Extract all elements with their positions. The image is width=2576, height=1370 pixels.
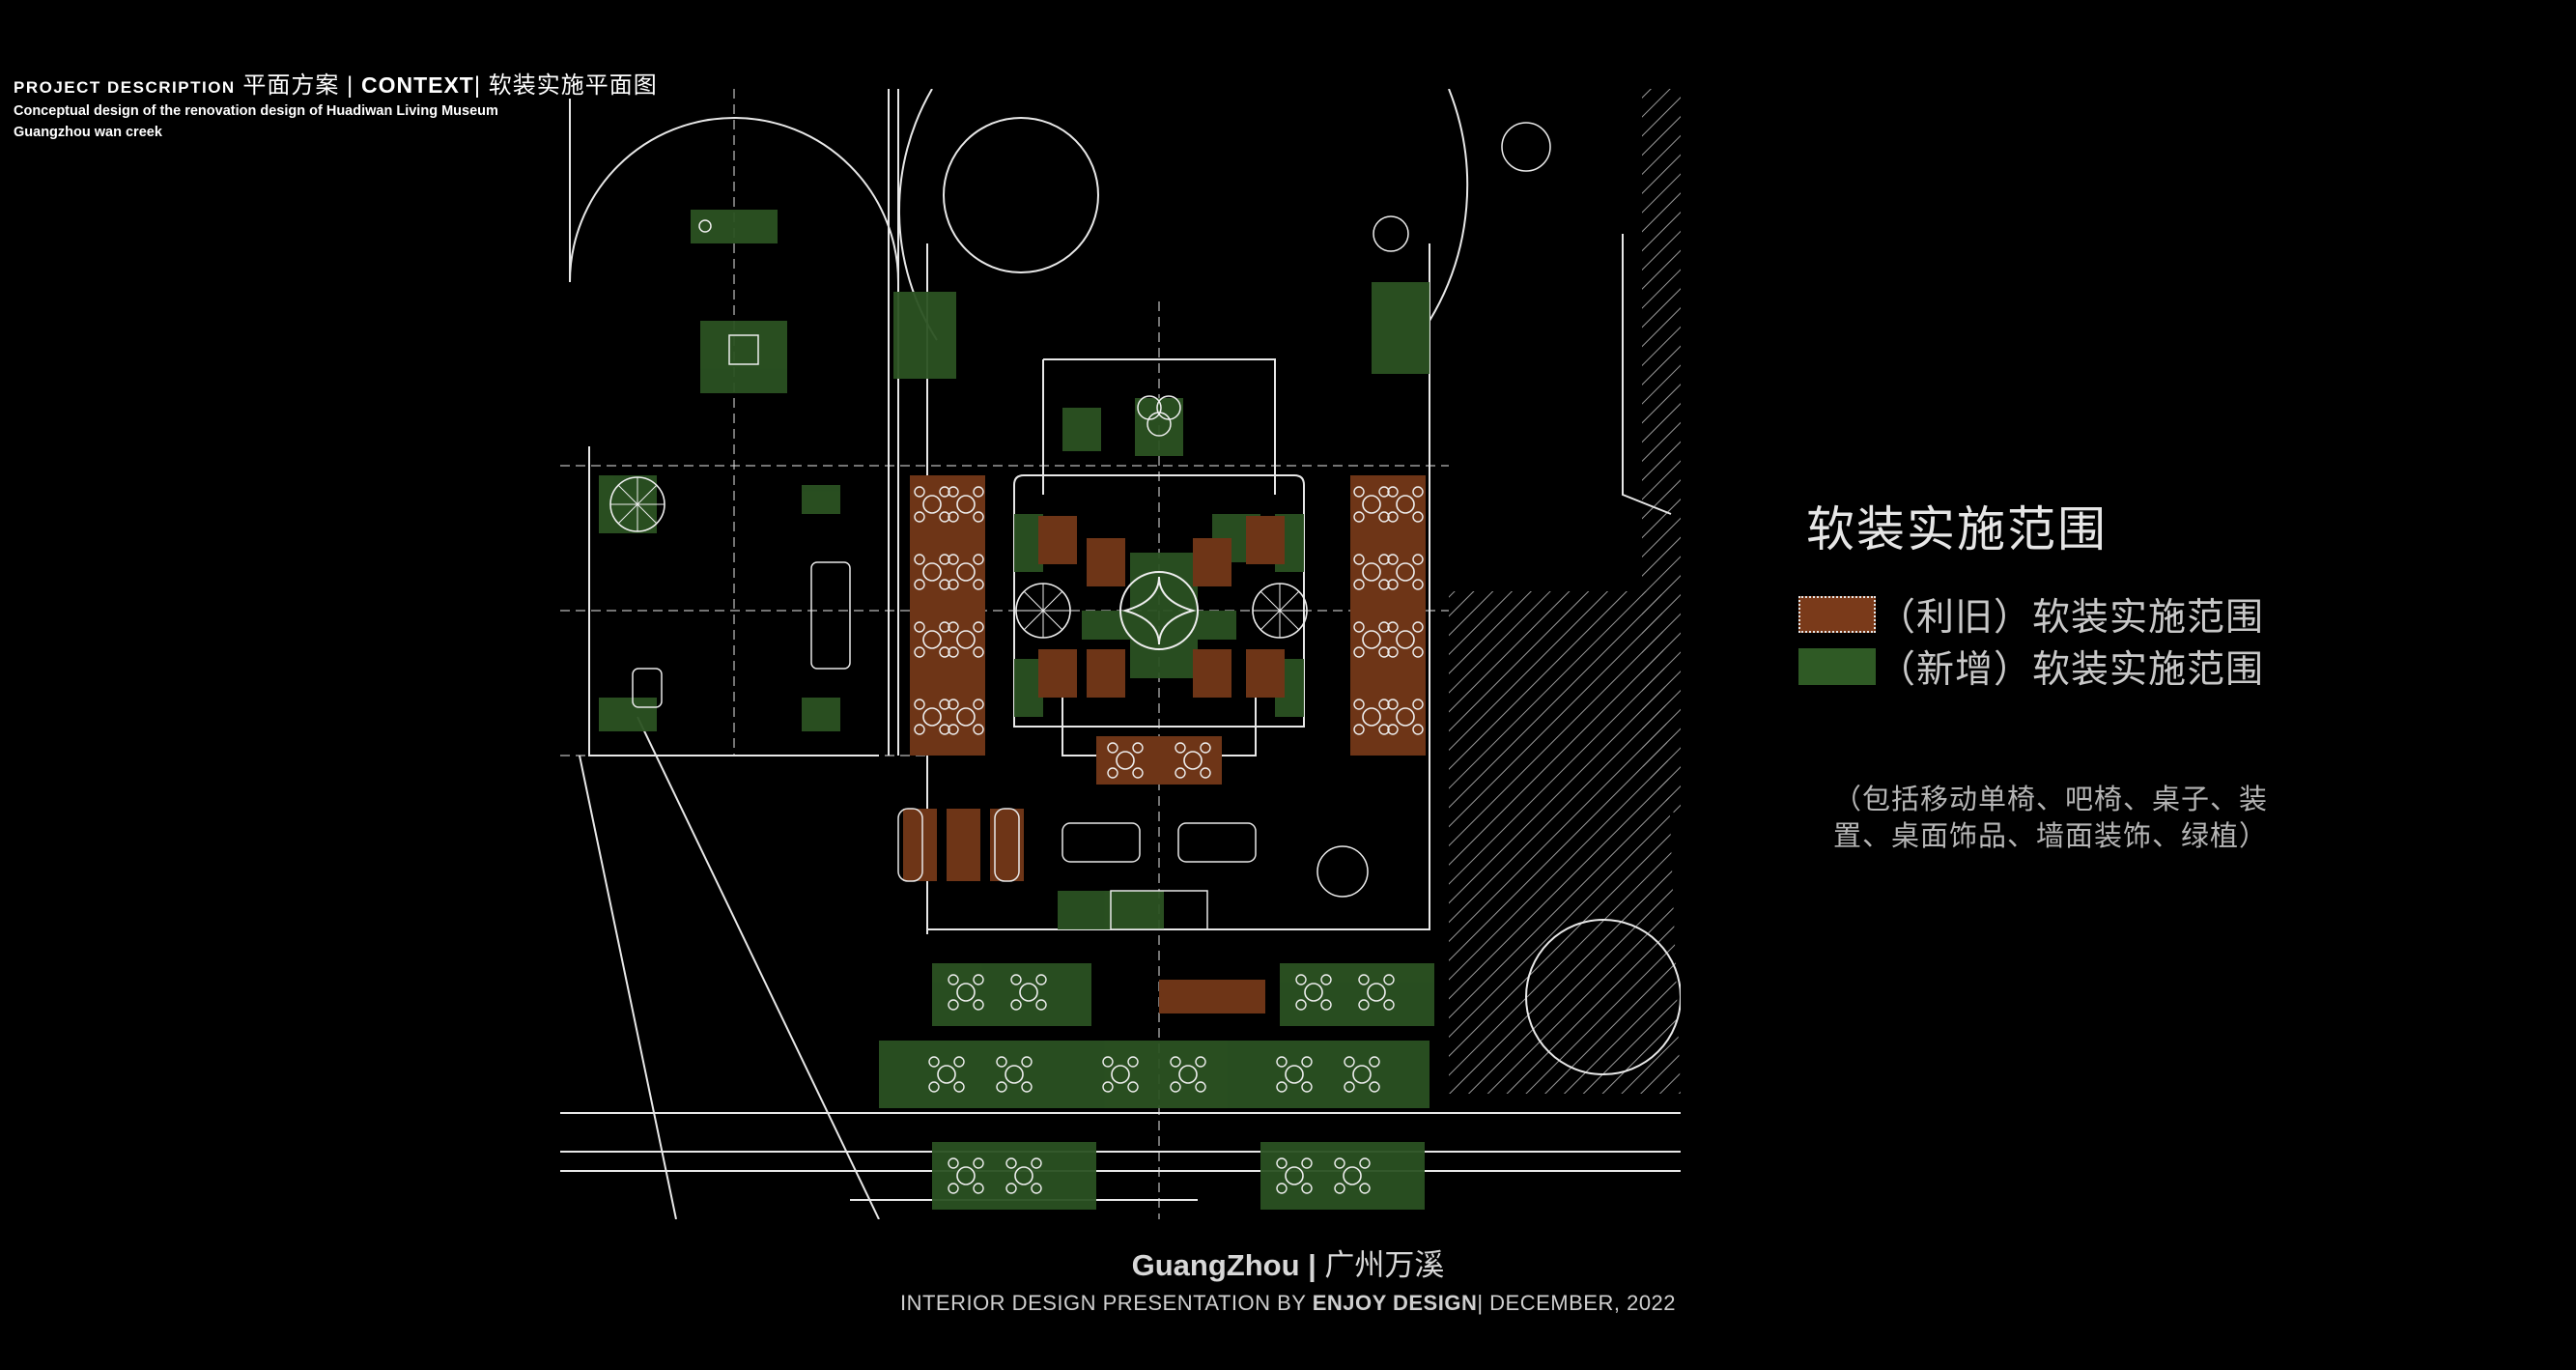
legend-swatch-reused (1798, 596, 1876, 633)
footer-date: | DECEMBER, 2022 (1477, 1291, 1677, 1315)
footer-company: ENJOY DESIGN (1312, 1291, 1478, 1315)
project-description-label: PROJECT DESCRIPTION (14, 78, 236, 97)
page-title: | 软装实施平面图 (473, 72, 658, 99)
legend-title: 软装实施范围 (1806, 501, 2108, 557)
floor-plan-drawing (560, 89, 1681, 1219)
footer-credit-line: INTERIOR DESIGN PRESENTATION BY ENJOY DE… (0, 1291, 2576, 1316)
header-subtitle-2: Guangzhou wan creek (14, 125, 162, 140)
footer-city: GuangZhou (1131, 1248, 1300, 1282)
context-label: CONTEXT (360, 72, 474, 98)
header-separator: | (347, 72, 354, 99)
footer-credit-text: INTERIOR DESIGN PRESENTATION BY (899, 1291, 1313, 1315)
header-subtitle-1: Conceptual design of the renovation desi… (14, 103, 498, 119)
plan-scheme-label: 平面方案 (242, 72, 340, 99)
footer-separator: | (1299, 1248, 1325, 1282)
legend-swatch-new (1798, 648, 1876, 685)
page-header: PROJECT DESCRIPTION 平面方案 | CONTEXT| 软装实施… (14, 66, 658, 142)
legend-label-new: （新增）软装实施范围 (1878, 648, 2265, 692)
legend-label-reused: （利旧）软装实施范围 (1878, 596, 2265, 640)
legend-note: （包括移动单椅、吧椅、桌子、装 置、桌面饰品、墙面装饰、绿植） (1833, 783, 2269, 852)
header-title-line: PROJECT DESCRIPTION 平面方案 | CONTEXT| 软装实施… (14, 66, 658, 100)
legend-item-reused: （利旧）软装实施范围 (1798, 587, 2264, 642)
footer-project: 广州万溪 (1324, 1248, 1445, 1282)
legend-item-new: （新增）软装实施范围 (1798, 640, 2264, 694)
footer-city-line: GuangZhou | 广州万溪 (0, 1241, 2576, 1284)
